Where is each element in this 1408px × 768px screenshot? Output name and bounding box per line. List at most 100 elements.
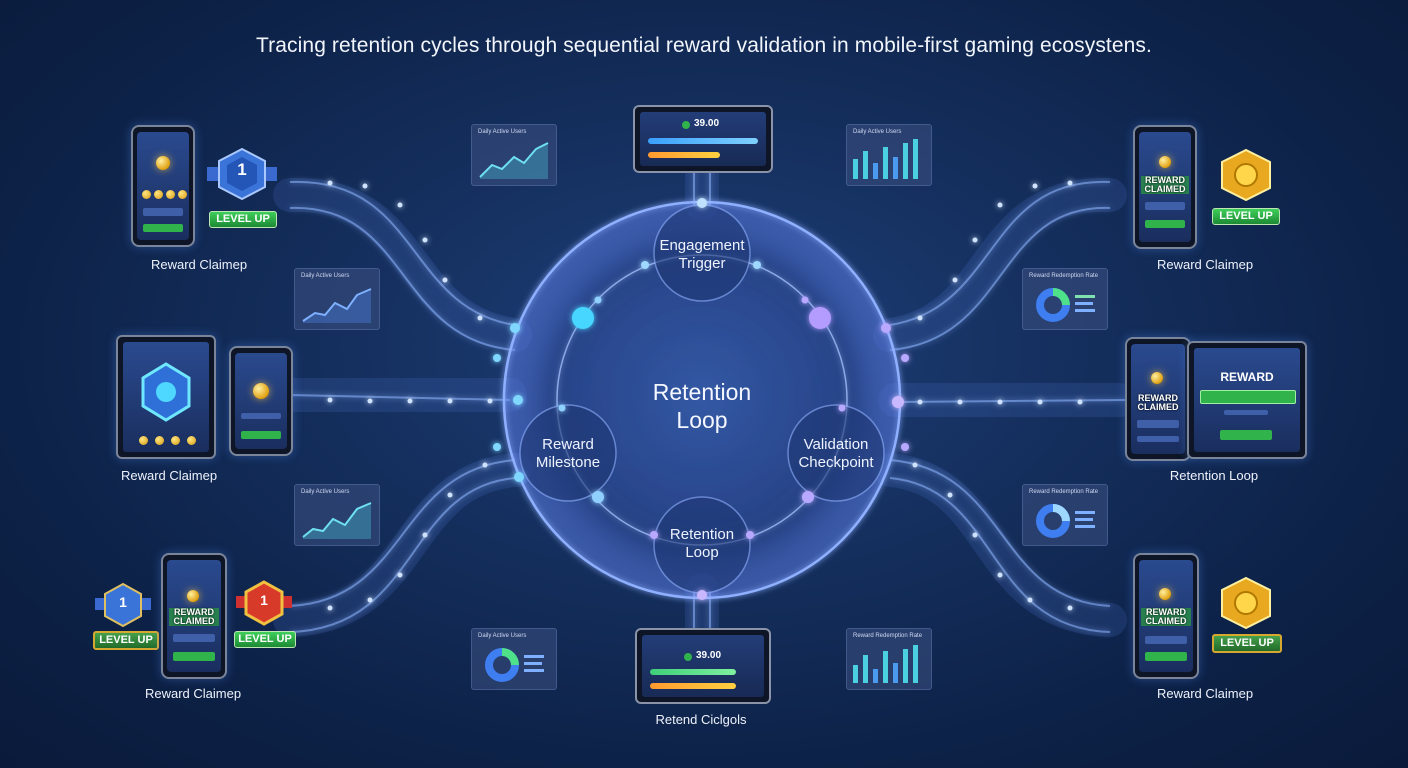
coin-icon xyxy=(253,383,269,399)
center-label: Retention Loop xyxy=(652,379,752,433)
page-title: Tracing retention cycles through sequent… xyxy=(256,34,1152,57)
stat-top-bar-blue xyxy=(648,138,758,144)
gold-shield-coin-icon xyxy=(1221,576,1271,630)
stat-screen-top: 39.00 xyxy=(633,105,773,173)
phone-bottom-right: REWARD CLAIMED xyxy=(1133,553,1199,679)
coin-icon xyxy=(139,436,148,445)
phone-button[interactable] xyxy=(1145,202,1185,210)
reward-claimed-text: REWARD CLAIMED xyxy=(1137,393,1179,412)
caption-mid-left: Reward Claimeр xyxy=(120,468,218,483)
coin-icon xyxy=(142,190,151,199)
level-up-badge: LEVEL UP xyxy=(209,211,277,228)
coin-icon xyxy=(155,436,164,445)
caption-bottom-right: Reward Claimeр xyxy=(1156,686,1254,701)
level-number: 1 xyxy=(260,592,268,608)
node-retention-loop: Retention Loop xyxy=(669,526,735,561)
reward-bar xyxy=(1200,390,1296,404)
pipe-bands xyxy=(273,148,1137,647)
card-title: Daily Active Users xyxy=(478,129,527,135)
stat-bottom-icon xyxy=(684,653,692,661)
level-up-badge: LEVEL UP xyxy=(1212,208,1280,225)
phone-bottom-left: REWARD CLAIMED xyxy=(161,553,227,679)
node-reward-milestone: Reward Milestone xyxy=(535,436,601,471)
coin-icon xyxy=(1151,372,1163,384)
level-up-badge: LEVEL UP xyxy=(234,631,296,648)
tablet-mid-left xyxy=(116,335,216,459)
coin-icon xyxy=(178,190,187,199)
caption-bottom-center: Retend Ciclgols xyxy=(655,712,747,727)
stat-top-value: 39.00 xyxy=(694,118,720,129)
card-title: Daily Active Users xyxy=(478,633,527,639)
coin-icon xyxy=(154,190,163,199)
ring-dots xyxy=(493,198,909,600)
level-shield-red-icon xyxy=(236,580,292,626)
donut-chart-icon xyxy=(485,648,544,682)
card-title: Reward Redemption Rate xyxy=(853,633,923,639)
coin-icon xyxy=(1159,156,1171,168)
card-dau-mid-left: Daily Active Users xyxy=(294,268,380,330)
phone-claim-button[interactable] xyxy=(143,224,183,232)
phone-mid-right: REWARD CLAIMED xyxy=(1125,337,1191,461)
coin-icon xyxy=(156,156,170,170)
node-engagement-trigger: Engagement Trigger xyxy=(659,237,745,272)
caption-top-right: Reward Claimeр xyxy=(1156,257,1254,272)
level-number: 1 xyxy=(119,594,127,610)
caption-bottom-left: Reward Claimeр xyxy=(144,686,242,701)
tablet-mid-right: REWARD xyxy=(1187,341,1307,459)
card-title: Daily Active Users xyxy=(301,489,350,495)
level-number: 1 xyxy=(237,160,247,179)
card-rrr-mid-right: Reward Redemption Rate xyxy=(1022,268,1108,330)
line-chart-icon xyxy=(302,288,372,323)
donut-chart-icon xyxy=(1036,504,1095,538)
coin-icon xyxy=(187,436,196,445)
phone-claim-button[interactable] xyxy=(1220,430,1272,440)
phone-button[interactable] xyxy=(1137,420,1179,428)
reward-claimed-text: REWARD CLAIMED xyxy=(1141,608,1191,626)
coin-icon xyxy=(166,190,175,199)
phone-mid-left xyxy=(229,346,293,456)
caption-mid-right: Retention Loop xyxy=(1169,468,1259,483)
coin-icon xyxy=(1159,588,1171,600)
card-dau-bottom: Daily Active Users xyxy=(471,628,557,690)
phone-claim-button[interactable] xyxy=(1145,220,1185,228)
level-shield-blue-icon xyxy=(95,582,151,628)
card-title: Daily Active Users xyxy=(301,273,350,279)
stat-bottom-bar-orange xyxy=(650,683,736,689)
reward-claimed-text: REWARD CLAIMED xyxy=(169,608,219,626)
line-chart-icon xyxy=(479,142,549,179)
card-title: Reward Redemption Rate xyxy=(1029,489,1099,495)
phone-claim-button[interactable] xyxy=(173,652,215,661)
node-validation-checkpoint: Validation Checkpoint xyxy=(798,436,874,471)
level-shield-blue-icon xyxy=(207,147,277,201)
coin-icon xyxy=(187,590,199,602)
stat-top-icon xyxy=(682,121,690,129)
phone-top-left xyxy=(131,125,195,247)
level-up-badge: LEVEL UP xyxy=(93,631,159,650)
phone-button[interactable] xyxy=(1145,636,1187,644)
reward-claimed-text: REWARD CLAIMED xyxy=(1141,176,1189,194)
stat-top-bar-orange xyxy=(648,152,720,158)
phone-button[interactable] xyxy=(173,634,215,642)
phone-button[interactable] xyxy=(1137,436,1179,442)
card-dau-low-left: Daily Active Users xyxy=(294,484,380,546)
gem-icon xyxy=(141,362,191,422)
line-chart-icon xyxy=(302,502,372,539)
card-title: Reward Redemption Rate xyxy=(1029,273,1099,279)
loop-node-circles xyxy=(519,204,885,594)
card-rrr-low-right: Reward Redemption Rate xyxy=(1022,484,1108,546)
phone-claim-button[interactable] xyxy=(1145,652,1187,661)
stat-screen-bottom: 39.00 xyxy=(635,628,771,704)
flow-dots xyxy=(327,180,1083,611)
card-rrr-bottom-right: Reward Redemption Rate xyxy=(846,628,932,690)
reward-heading: REWARD xyxy=(1220,370,1274,384)
phone-button[interactable] xyxy=(1224,410,1268,415)
caption-top-left: Reward Claimeр xyxy=(150,257,248,272)
stat-bottom-bar-green xyxy=(650,669,736,675)
level-up-badge: LEVEL UP xyxy=(1212,634,1282,653)
stat-bottom-value: 39.00 xyxy=(696,650,722,661)
phone-button[interactable] xyxy=(241,413,281,419)
phone-button[interactable] xyxy=(143,208,183,216)
coin-icon xyxy=(171,436,180,445)
phone-claim-button[interactable] xyxy=(241,431,281,439)
